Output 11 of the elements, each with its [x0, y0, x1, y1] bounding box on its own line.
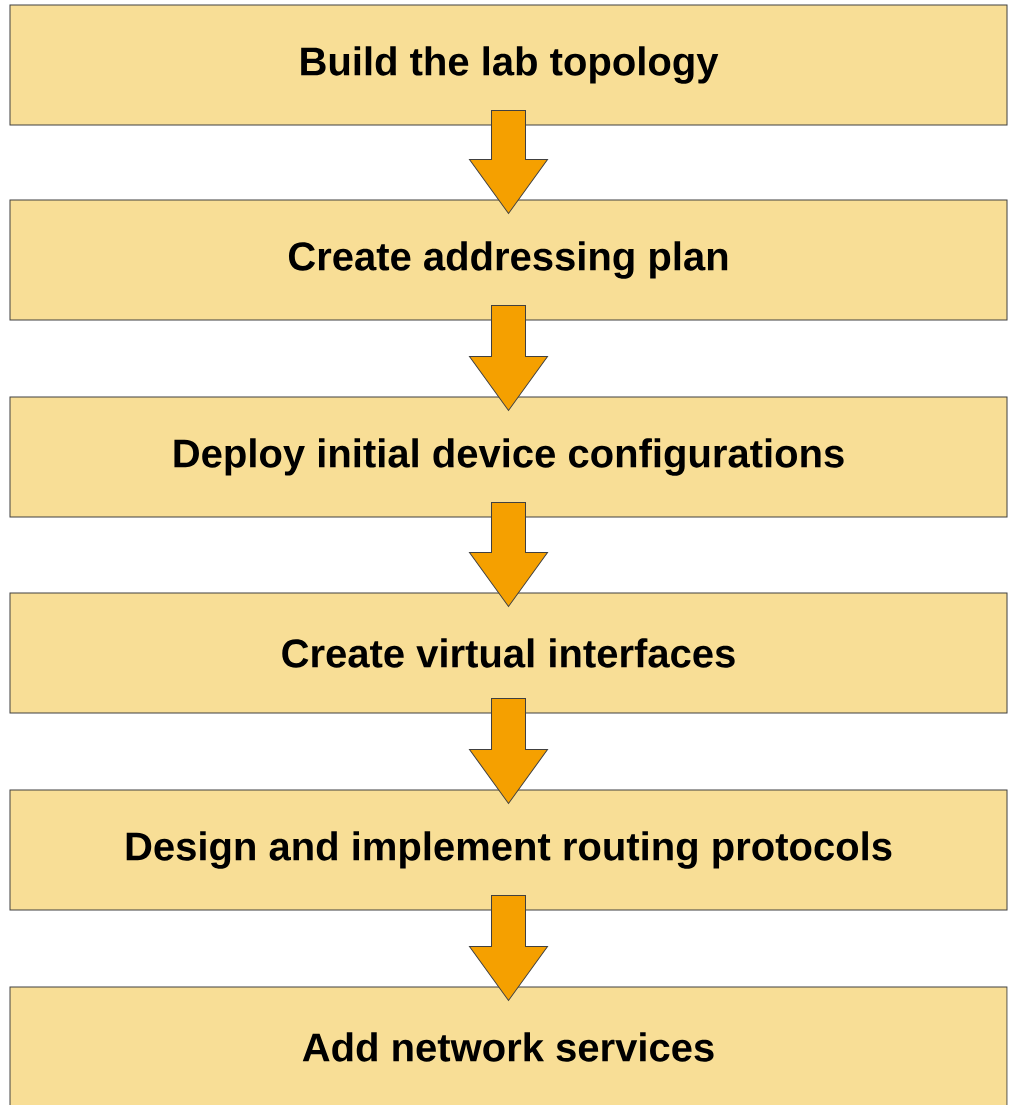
- block-arrow: [469, 305, 548, 411]
- block-arrow: [469, 110, 548, 214]
- process-box: Add network services: [9, 986, 1008, 1105]
- process-box: Create virtual interfaces: [9, 592, 1008, 714]
- block-arrow: [469, 502, 548, 607]
- process-box: Design and implement routing protocols: [9, 789, 1008, 911]
- process-box: Deploy initial device configurations: [9, 396, 1008, 518]
- process-box: Build the lab topology: [9, 4, 1008, 126]
- block-arrow: [469, 698, 548, 804]
- process-box: Create addressing plan: [9, 199, 1008, 321]
- block-arrow: [469, 895, 548, 1001]
